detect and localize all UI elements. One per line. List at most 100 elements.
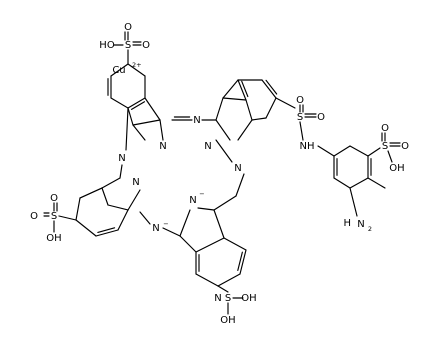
label-o-top-up: O [124,22,132,33]
label-amino-h: H [343,218,351,229]
bond [349,177,369,189]
bond [101,187,109,206]
label-n-minus: − [163,220,168,228]
bond [132,119,161,126]
label-ho-top: HO [99,40,115,51]
label-s-top: S [125,40,131,51]
bond [162,227,181,237]
bond [333,177,351,189]
bond-inner [237,251,243,271]
bond [119,164,123,179]
bond [317,145,335,157]
label-n-r4-minus: − [199,190,204,198]
bond [107,204,129,211]
bond-inner [265,79,278,95]
label-s-aryl: S [382,141,388,152]
bond [239,249,247,275]
label-nh: NH [300,141,315,152]
label-s-bottom: S [225,293,231,304]
bond [144,97,161,121]
label-o-aryl-r: O [401,141,409,152]
label-oh-left: OH [46,233,61,244]
bond [127,189,141,211]
label-n-bottom: N [214,293,221,304]
bond [275,97,296,109]
label-n-meso-left: N [118,153,125,164]
bond-inner [97,227,116,233]
bond [217,285,229,293]
bond [197,207,215,211]
bond [222,97,247,101]
bond [237,79,247,101]
bond [387,150,393,163]
bond [215,119,231,141]
bond [195,237,225,253]
bond [217,273,241,287]
label-n-r2: N [204,141,211,152]
bond [333,145,351,157]
bond-inner [241,80,249,98]
label-amino-n: N [357,219,364,230]
bond [75,197,81,221]
bond [95,229,119,237]
bond [179,209,191,237]
bond [215,97,224,121]
label-n-r4: N [189,195,196,206]
bond [367,147,381,157]
bond [367,177,386,189]
bond [245,99,253,121]
bonds [43,31,401,315]
bond [132,124,146,141]
label-n-r1: N [159,141,166,152]
label-n-meso-top: N [193,115,200,126]
bond [223,237,247,251]
bond [235,173,245,197]
label-o-link-r: O [317,112,325,123]
bond [117,209,129,231]
label-oh-bottom-d: OH [220,315,235,326]
label-cu-charge: 2+ [132,61,142,69]
label-o-aryl-up: O [381,123,389,134]
bond [127,63,146,77]
bond [222,79,239,99]
label-o-top: O [142,40,150,51]
label-oh-aryl: OH [389,163,404,174]
label-n-meso-right: N [234,163,241,174]
label-amino-2: 2 [368,225,372,233]
bond [265,97,277,119]
bond [195,273,219,287]
bond [139,211,151,225]
bond [237,119,253,141]
label-o-link-u: O [296,95,304,106]
label-n-r3: N [132,177,139,188]
bond [349,187,358,217]
bond [299,121,304,141]
bond [127,107,134,126]
bond [213,209,225,239]
bond [125,107,129,151]
bond [159,119,164,141]
bond [79,187,103,199]
bond [101,177,121,189]
label-cu: Cu [112,65,125,76]
label-s-link: S [297,112,303,123]
bond [349,145,369,157]
bond [58,215,77,221]
bond [213,195,237,211]
bond [75,219,97,237]
bond [261,79,277,99]
bond [251,117,267,121]
label-o-left: O [30,211,38,222]
bond-inner [130,101,146,110]
label-s-left: S [51,211,57,222]
label-n-meso-bottom: N [152,223,159,234]
label-oh-bottom-r: OH [241,293,256,304]
bond [215,139,233,163]
label-o-left-up: O [50,193,58,204]
bond [110,63,129,77]
bond [179,235,197,253]
bond [110,97,129,109]
